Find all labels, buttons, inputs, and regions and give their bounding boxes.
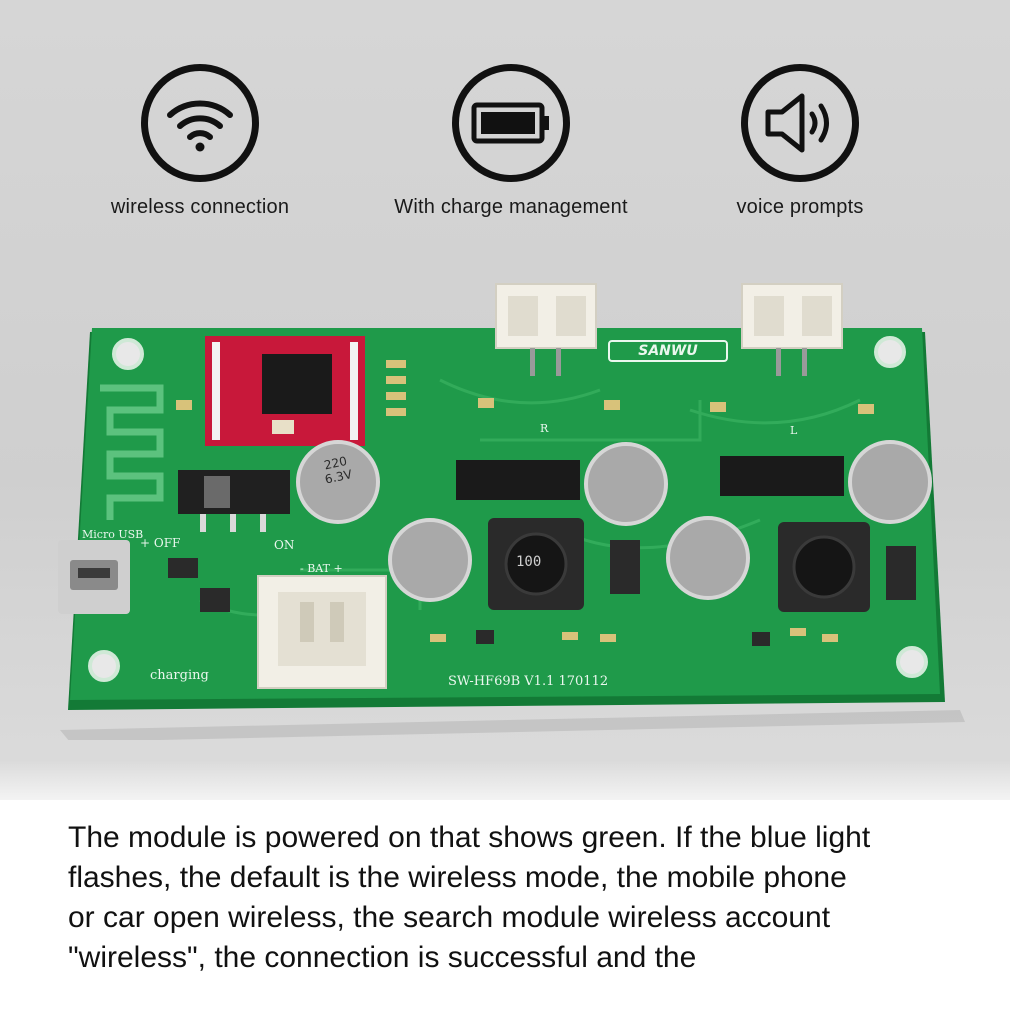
left-channel-silkscreen: L — [790, 424, 798, 437]
model-silkscreen: SW-HF69B V1.1 170112 — [448, 674, 609, 689]
brand-silkscreen: SANWU — [608, 340, 728, 362]
feature-label-charge: With charge management — [394, 196, 628, 218]
wifi-icon — [141, 64, 259, 182]
speaker-icon — [741, 64, 859, 182]
photo-fade — [0, 760, 1010, 820]
caption-line: flashes, the default is the wireless mod… — [68, 861, 847, 894]
micro-usb-silkscreen: Micro USB — [82, 528, 144, 541]
inductor-marking: 100 — [516, 554, 542, 570]
bat-silkscreen: - BAT + — [300, 562, 343, 575]
caption-line: "wireless", the connection is successful… — [68, 941, 697, 974]
description-caption: The module is powered on that shows gree… — [68, 818, 988, 978]
on-silkscreen: ON — [274, 538, 295, 552]
bluetooth-amplifier-board: SANWU SW-HF69B V1.1 170112 Micro USB + O… — [0, 270, 1010, 742]
feature-label-voice: voice prompts — [736, 196, 864, 218]
charging-silkscreen: charging — [150, 668, 209, 683]
feature-charge: With charge management — [361, 64, 661, 219]
off-silkscreen: + OFF — [140, 536, 181, 550]
caption-line: or car open wireless, the search module … — [68, 901, 831, 934]
right-channel-silkscreen: R — [540, 422, 549, 435]
feature-voice: voice prompts — [650, 64, 950, 219]
feature-wireless: wireless connection — [50, 64, 350, 219]
feature-label-wireless: wireless connection — [110, 196, 290, 218]
caption-line: The module is powered on that shows gree… — [68, 821, 871, 854]
battery-icon — [452, 64, 570, 182]
